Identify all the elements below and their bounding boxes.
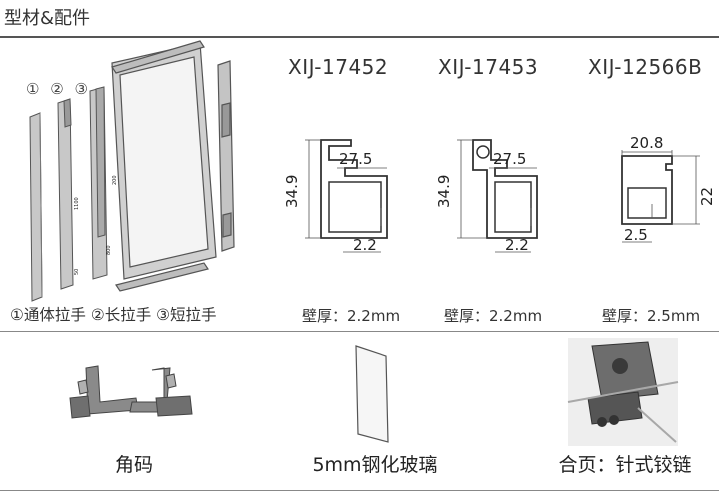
hinge-label: 合页：针式铰链 xyxy=(558,454,692,476)
profile-3-wall: 2.5 xyxy=(624,226,648,244)
profile-3-height: 22 xyxy=(698,187,716,206)
handle-bar-2 xyxy=(57,98,74,290)
profile-2-thickness: 壁厚：2.2mm xyxy=(444,307,543,325)
frame-bottom-bar xyxy=(115,262,209,292)
profile-1-thickness: 壁厚：2.2mm xyxy=(302,307,401,325)
profile-2-width: 27.5 xyxy=(493,150,526,168)
corner-bracket-label: 角码 xyxy=(114,454,153,476)
profile-2-drawing: 34.9 27.5 2.2 xyxy=(435,139,538,254)
top-divider xyxy=(0,36,719,38)
hinge-image xyxy=(567,338,679,446)
frame-markers: ① ② ③ xyxy=(26,80,94,98)
profile-1-wall: 2.2 xyxy=(353,236,377,254)
profile-3-drawing: 20.8 22 2.5 xyxy=(621,134,716,244)
profile-2-wall: 2.2 xyxy=(505,236,529,254)
profile-3-width: 20.8 xyxy=(630,134,663,152)
profile-2-height: 34.9 xyxy=(435,175,453,208)
bottom-divider xyxy=(0,490,719,491)
marker-2: ② xyxy=(50,80,64,98)
corner-bracket-image xyxy=(69,365,193,419)
middle-divider xyxy=(0,331,719,332)
frame-label-50: 50 xyxy=(74,269,80,275)
marker-1: ① xyxy=(26,80,40,98)
profile-1-width: 27.5 xyxy=(339,150,372,168)
frame-glass xyxy=(119,56,209,268)
frame-label-200: 200 xyxy=(112,175,118,185)
page-title: 型材&配件 xyxy=(4,8,91,29)
profile-2-model: XIJ-17453 xyxy=(438,55,539,79)
profile-3-model: XIJ-12566B xyxy=(588,55,703,79)
marker-3: ③ xyxy=(74,80,88,98)
profile-1-drawing: 34.9 27.5 2.2 xyxy=(283,139,388,254)
profile-1-height: 34.9 xyxy=(283,175,301,208)
profile-3-thickness: 壁厚：2.5mm xyxy=(602,307,701,325)
frame-label-1100: 1100 xyxy=(74,197,80,210)
tempered-glass-image xyxy=(355,345,389,443)
frame-illustration: 200 1100 800 50 xyxy=(29,40,235,302)
frame-caption: ①通体拉手 ②长拉手 ③短拉手 xyxy=(10,306,217,324)
frame-top-bar xyxy=(111,40,205,74)
tempered-glass-label: 5mm钢化玻璃 xyxy=(312,454,438,476)
frame-label-800: 800 xyxy=(106,245,112,255)
profile-1-model: XIJ-17452 xyxy=(288,55,389,79)
